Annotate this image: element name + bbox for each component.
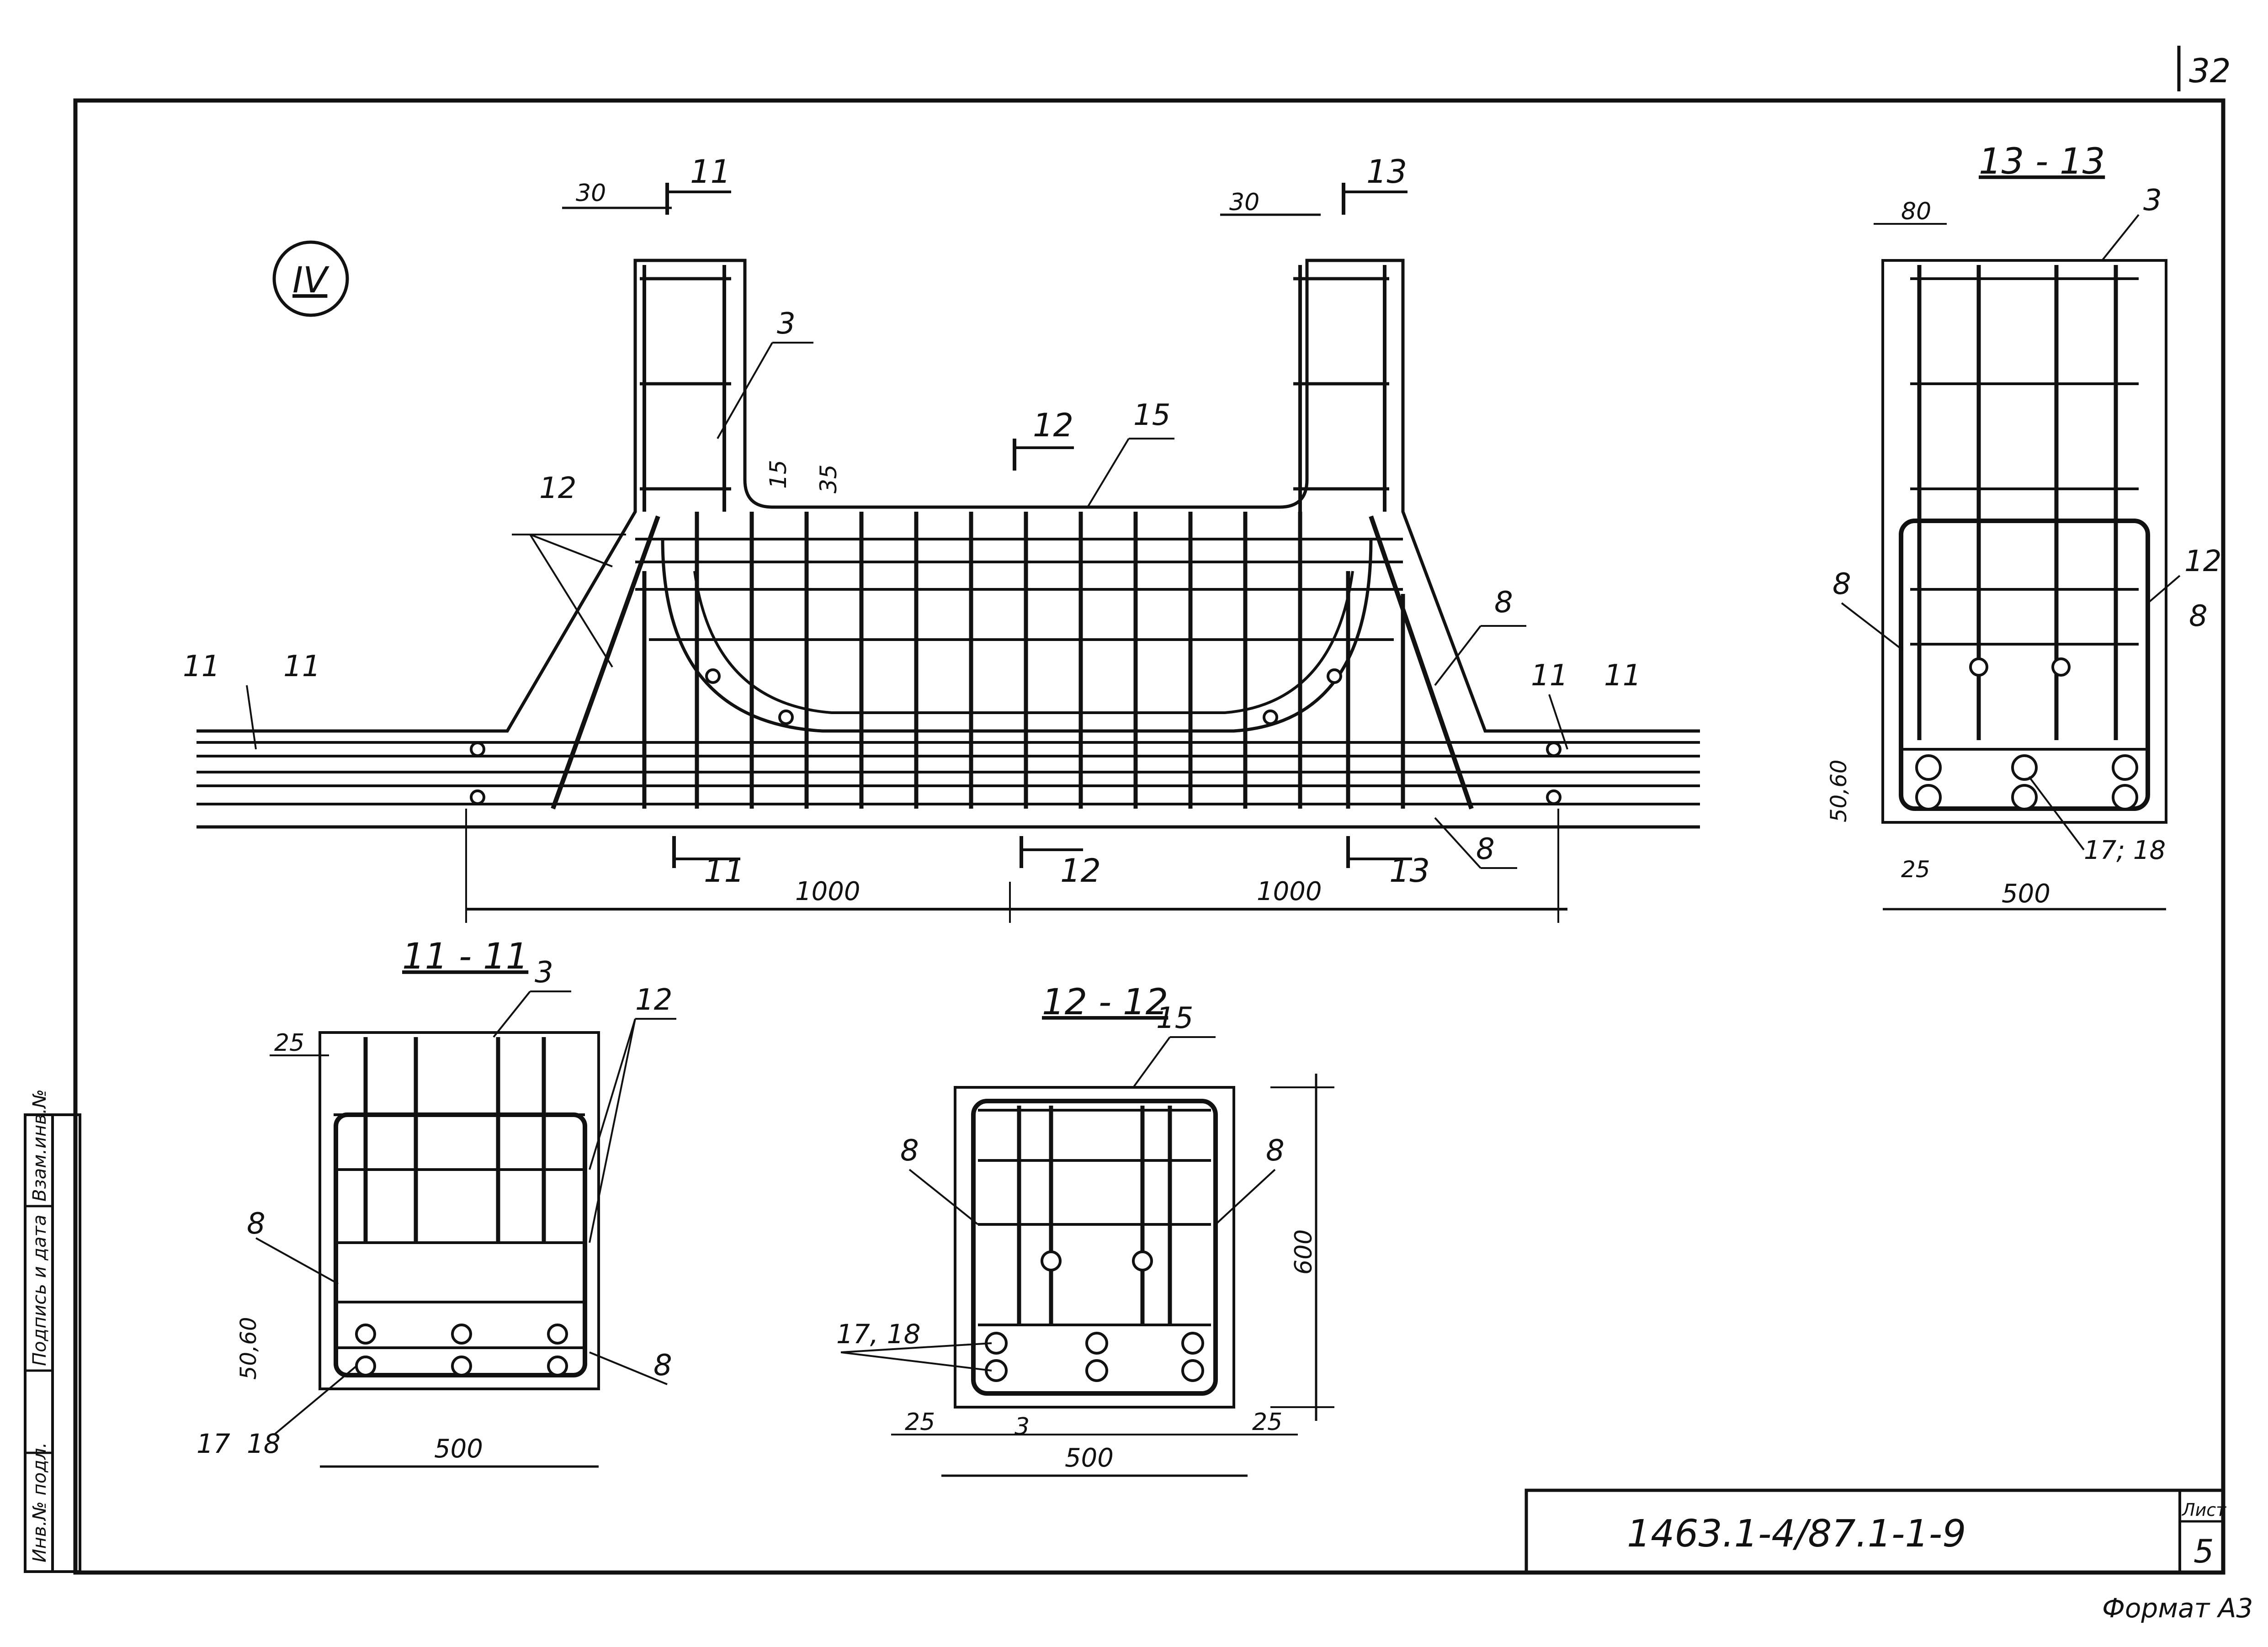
- callout-11-b: 11: [283, 650, 320, 683]
- section-13-dim-side: 50,60: [1826, 760, 1852, 822]
- section-12-callout-15: 15: [1156, 1001, 1193, 1035]
- section-11-callout-8-left: 8: [247, 1207, 266, 1241]
- section-12-dim-cover: 3: [1014, 1413, 1030, 1440]
- section-11-callout-12: 12: [635, 983, 672, 1017]
- sheet-frame: [73, 98, 2226, 1575]
- section-12-12: 12 - 12 15 8 8: [836, 982, 1334, 1477]
- section-12-callout-8-left: 8: [900, 1134, 919, 1168]
- section-mark-13-top-label: 13: [1366, 153, 1407, 191]
- callout-11-c: 11: [1531, 659, 1568, 693]
- callout-11-a: 11: [183, 650, 220, 683]
- section-12-dim-height: 600: [1290, 1229, 1317, 1275]
- section-12-hoop: [971, 1099, 1218, 1396]
- section-12-outline: [954, 1086, 1235, 1409]
- dim-35: 35: [815, 464, 842, 493]
- section-11-callout-17: 17: [197, 1428, 230, 1459]
- section-11-11: 11 - 11 3 12 8: [197, 936, 676, 1468]
- section-mark-12-bottom: 12: [1020, 836, 1101, 890]
- section-12-title: 12 - 12: [1042, 982, 1168, 1023]
- section-12-dim-right: 25: [1252, 1409, 1282, 1436]
- section-12-dim-width: 500: [1065, 1443, 1114, 1473]
- callout-15: 15: [1133, 398, 1170, 432]
- section-13-callout-1718: 17; 18: [2084, 836, 2166, 865]
- title-block: [1524, 1488, 2225, 1574]
- bar-section-dots: [470, 668, 1562, 805]
- section-11-title: 11 - 11: [402, 936, 528, 977]
- page-number: 32: [2189, 52, 2231, 90]
- section-mark-11-top-label: 11: [690, 153, 731, 191]
- format-label: Формат А3: [2102, 1593, 2253, 1624]
- longitudinal-bars: [197, 538, 1700, 805]
- section-mark-11-bottom: 11: [672, 836, 744, 890]
- section-mark-12-bottom-label: 12: [1060, 852, 1101, 890]
- sheet-number: 5: [2194, 1533, 2214, 1570]
- section-mark-13-bottom: 13: [1346, 836, 1430, 890]
- section-13-dim-top: 80: [1901, 198, 1931, 225]
- dim-15: 15: [765, 460, 791, 489]
- view-marker-label: IV: [292, 260, 329, 301]
- drawing-code: 1463.1-4/87.1-1-9: [1627, 1512, 1966, 1556]
- dim-right-offset: 30: [1229, 189, 1259, 216]
- section-13-13: 13 - 13 3 8 12: [1826, 141, 2221, 911]
- section-mark-11-bottom-label: 11: [704, 852, 744, 890]
- section-11-callout-18: 18: [247, 1428, 281, 1459]
- section-12-dim-left: 25: [905, 1409, 935, 1436]
- elevation-callouts: 3 15 12 8 8 11 11 11 11: [183, 307, 1641, 869]
- section-11-outline: [319, 1031, 600, 1390]
- dim-left-offset: 30: [576, 180, 606, 207]
- dim-span-right: 1000: [1257, 877, 1322, 906]
- section-12-callout-1718: 17, 18: [836, 1319, 920, 1350]
- stirrups: [551, 265, 1474, 810]
- section-11-dim-side: 50,60: [236, 1317, 261, 1380]
- callout-12: 12: [539, 471, 576, 505]
- section-13-title: 13 - 13: [1979, 141, 2105, 182]
- sheet-label: Лист: [2181, 1500, 2227, 1520]
- section-mark-13-top: 13: [1342, 153, 1408, 215]
- stamp-replace-inv: Взам.инв.№: [29, 1089, 50, 1202]
- section-13-callout-8-left: 8: [1832, 567, 1851, 601]
- section-13-outline: [1881, 259, 2167, 824]
- section-13-dim-width: 500: [2002, 879, 2050, 909]
- section-13-callout-8-right: 8: [2189, 599, 2208, 633]
- elevation-dimensions: 30 30 15 35 1000 1000: [465, 180, 1567, 923]
- callout-11-d: 11: [1604, 659, 1641, 693]
- section-13-callout-3: 3: [2143, 184, 2162, 217]
- beam-outline: [197, 259, 1700, 829]
- section-mark-12-top-label: 12: [1033, 407, 1073, 444]
- section-mark-11-top: 11: [665, 153, 731, 215]
- section-13-callout-12: 12: [2184, 545, 2221, 578]
- stamp-signature: Подпись и дата: [29, 1215, 50, 1366]
- elevation-view: IV: [183, 153, 1700, 923]
- section-12-callout-8-right: 8: [1266, 1134, 1285, 1168]
- callout-3: 3: [777, 307, 796, 341]
- section-mark-13-bottom-label: 13: [1389, 852, 1430, 890]
- section-mark-12-top: 12: [1013, 407, 1074, 471]
- section-11-callout-3: 3: [535, 956, 553, 990]
- section-11-dim-top: 25: [274, 1029, 304, 1057]
- view-marker-circle: [272, 240, 349, 317]
- stamp-inv-original: Инв.№ подл.: [29, 1442, 50, 1562]
- callout-8-lower: 8: [1476, 832, 1495, 866]
- section-13-dim-bottom-left: 25: [1901, 856, 1930, 883]
- dim-span-left: 1000: [795, 877, 860, 906]
- side-stamp: Взам.инв.№ Подпись и дата Инв.№ подл.: [24, 1089, 81, 1573]
- section-11-callout-8-right: 8: [653, 1349, 672, 1382]
- callout-8-upper: 8: [1494, 586, 1513, 620]
- section-11-dim-width: 500: [434, 1434, 483, 1464]
